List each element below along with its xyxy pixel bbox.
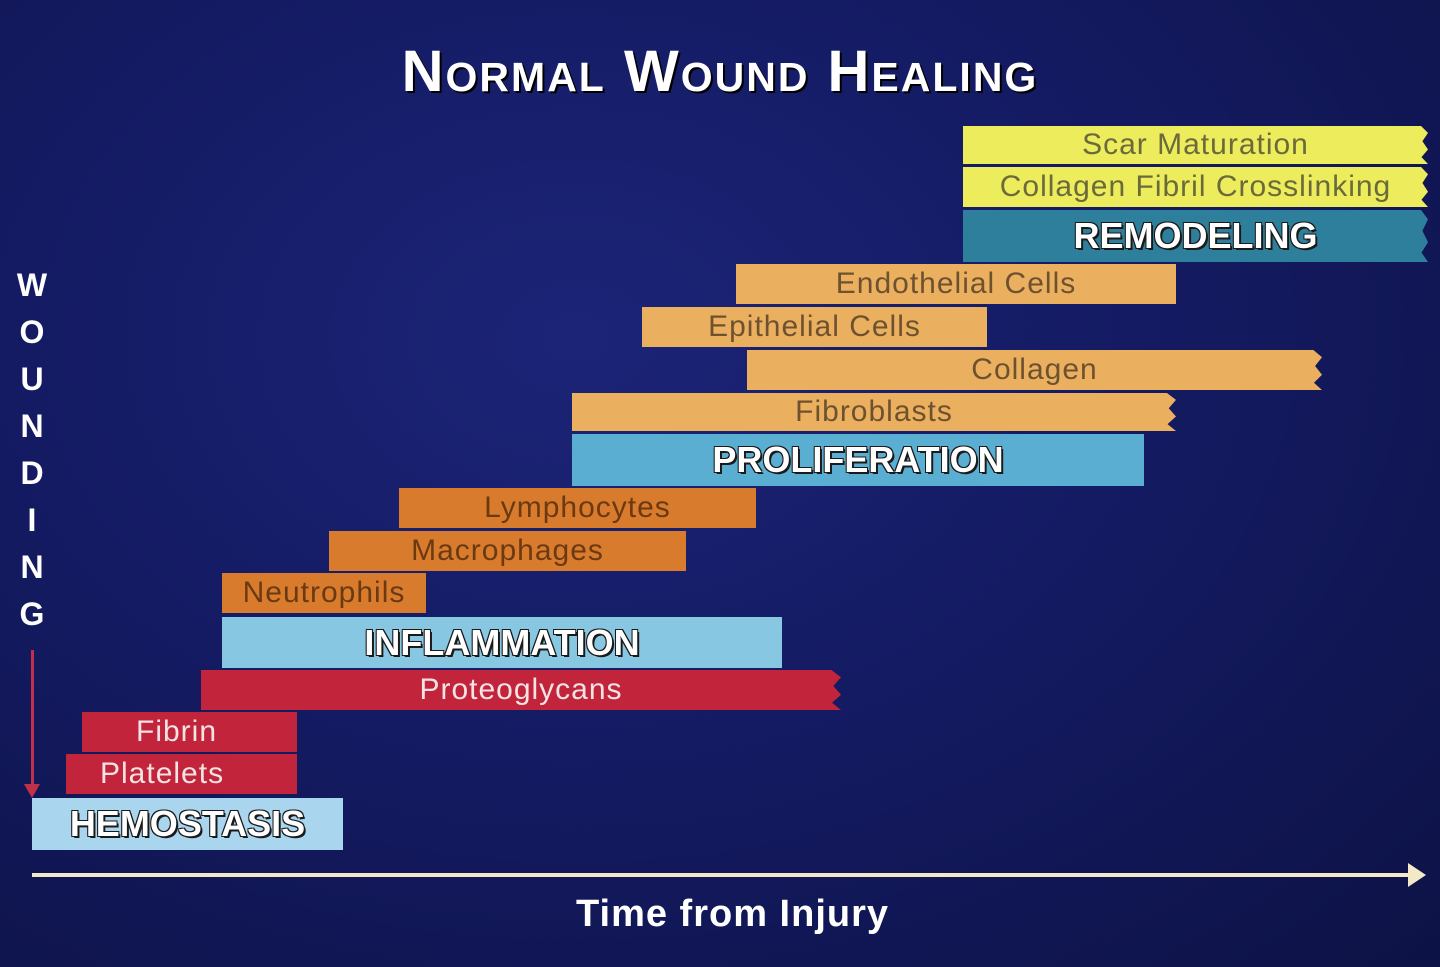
wounding-letter: O [19, 314, 45, 350]
down-arrow-icon [24, 784, 40, 798]
wounding-letter: G [19, 596, 45, 632]
wounding-letter: N [20, 408, 44, 444]
wounding-letter: U [20, 361, 44, 397]
wounding-arrow-line [31, 650, 34, 786]
bar-proteoglycans: Proteoglycans [201, 670, 841, 710]
bar-proliferation-phase: PROLIFERATION [572, 434, 1144, 486]
bar-lymphocytes: Lymphocytes [399, 488, 756, 528]
bar-platelets: Platelets [66, 754, 297, 794]
bar-hemostasis-phase: HEMOSTASIS [32, 798, 343, 850]
bar-scar-maturation: Scar Maturation [963, 126, 1428, 164]
bar-fibroblasts: Fibroblasts [572, 393, 1176, 431]
wounding-letter: I [27, 502, 37, 538]
bar-fibrin: Fibrin [82, 712, 297, 752]
diagram-title: Normal Wound Healing [401, 39, 1039, 104]
bar-collagen-fibril-crosslinking: Collagen Fibril Crosslinking [963, 167, 1428, 207]
bar-collagen: Collagen [747, 350, 1322, 390]
bar-endothelial-cells: Endothelial Cells [736, 264, 1176, 304]
wounding-letter: D [20, 455, 44, 491]
bar-epithelial-cells: Epithelial Cells [642, 307, 987, 347]
time-axis-label: Time from Injury [575, 893, 890, 935]
right-arrow-icon [1408, 863, 1426, 887]
wounding-axis-label: W O U N D I N G [14, 262, 50, 638]
time-axis-line [32, 873, 1412, 877]
bar-macrophages: Macrophages [329, 531, 686, 571]
wounding-letter: N [20, 549, 44, 585]
bar-inflammation-phase: INFLAMMATION [222, 617, 782, 668]
bar-neutrophils: Neutrophils [222, 573, 426, 613]
bar-remodeling-phase: REMODELING [963, 210, 1428, 262]
wounding-letter: W [16, 267, 48, 303]
